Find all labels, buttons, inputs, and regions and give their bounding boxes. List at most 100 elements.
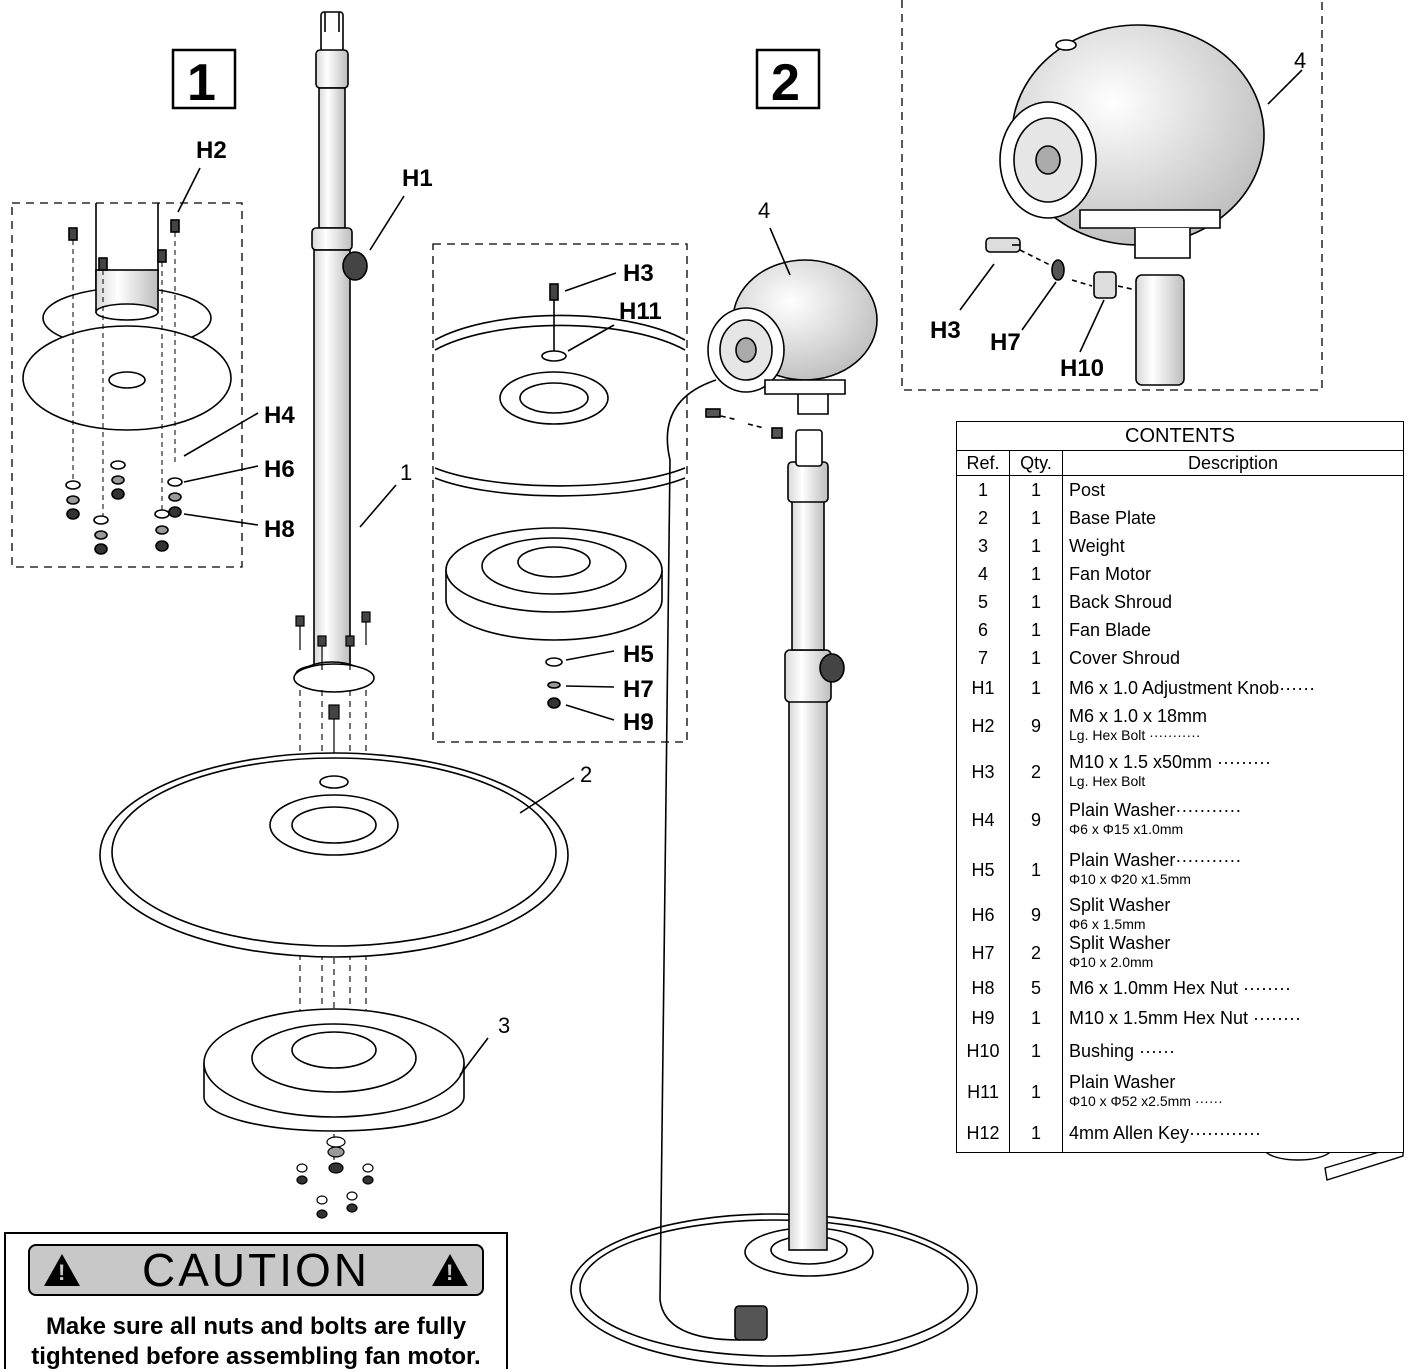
row-desc: Post bbox=[1062, 475, 1404, 504]
row-desc: Fan Blade bbox=[1062, 616, 1404, 644]
row-ref-text: H1 bbox=[971, 677, 995, 698]
row-desc-text: Fan Motor bbox=[1069, 563, 1152, 584]
row-desc-text: M10 x 1.5mm Hex Nut ········ bbox=[1069, 1007, 1302, 1028]
row-desc: M6 x 1.0 Adjustment Knob······ bbox=[1062, 672, 1404, 704]
caution-line-1: Make sure all nuts and bolts are fully bbox=[45, 1313, 467, 1340]
base-plate bbox=[99, 752, 569, 958]
caution-banner: CAUTION bbox=[28, 1244, 484, 1296]
row-desc-text: M6 x 1.0 x 18mm bbox=[1069, 706, 1208, 726]
callout-H5: H5 bbox=[623, 641, 654, 668]
row-qty-text: 9 bbox=[1030, 715, 1041, 736]
row-desc-text: 4mm Allen Key············ bbox=[1069, 1122, 1261, 1143]
row-qty-text: 1 bbox=[1030, 563, 1041, 584]
row-ref: H11 bbox=[957, 1070, 1010, 1114]
row-desc: M10 x 1.5mm Hex Nut ········ bbox=[1062, 1004, 1404, 1032]
callout-H4: H4 bbox=[264, 402, 295, 429]
row-desc: Back Shroud bbox=[1062, 588, 1404, 616]
row-ref-text: H11 bbox=[967, 1081, 999, 1102]
row-qty-text: 1 bbox=[1030, 507, 1041, 528]
callout-H3-step1: H3 bbox=[623, 260, 654, 287]
row-ref-text: 7 bbox=[977, 647, 988, 668]
part-number-2: 2 bbox=[580, 762, 592, 787]
row-desc-spec: Φ10 x 2.0mm bbox=[1069, 954, 1154, 970]
callout-H11: H11 bbox=[619, 298, 662, 325]
row-desc: M10 x 1.5 x50mm ·········Lg. Hex Bolt bbox=[1062, 748, 1404, 796]
row-qty-text: 2 bbox=[1030, 761, 1041, 782]
row-ref: 1 bbox=[957, 476, 1010, 505]
row-ref-text: 1 bbox=[977, 479, 988, 500]
row-desc-text: Fan Blade bbox=[1069, 619, 1152, 640]
row-desc: Fan Motor bbox=[1062, 560, 1404, 588]
row-desc: Cover Shroud bbox=[1062, 644, 1404, 672]
row-ref-text: H8 bbox=[971, 977, 995, 998]
row-ref-text: H3 bbox=[971, 761, 995, 782]
row-qty-text: 1 bbox=[1030, 479, 1041, 500]
row-ref: H7 bbox=[957, 934, 1010, 972]
row-qty-text: 1 bbox=[1030, 1007, 1041, 1028]
row-qty: 1 bbox=[1009, 616, 1063, 644]
contents-row: 4 1 Fan Motor bbox=[957, 560, 1404, 588]
row-desc-text: Post bbox=[1069, 479, 1106, 500]
callout-H3-step2: H3 bbox=[930, 317, 961, 344]
step-2-number: 2 bbox=[771, 54, 800, 112]
row-qty-text: 1 bbox=[1030, 619, 1041, 640]
row-qty-text: 1 bbox=[1030, 1040, 1041, 1061]
row-ref-text: H5 bbox=[971, 859, 995, 880]
row-ref-text: H4 bbox=[971, 809, 995, 830]
row-qty: 1 bbox=[1009, 560, 1063, 588]
weight bbox=[203, 1008, 465, 1132]
row-qty-text: 5 bbox=[1030, 977, 1041, 998]
contents-title: CONTENTS bbox=[956, 421, 1404, 451]
contents-row: 1 1 Post bbox=[957, 475, 1404, 505]
row-desc-text: Split Washer bbox=[1069, 933, 1171, 953]
row-desc-text: Plain Washer··········· bbox=[1069, 800, 1242, 820]
row-desc-text: Base Plate bbox=[1069, 507, 1157, 528]
header-desc: Description bbox=[1062, 450, 1404, 476]
part-number-3: 3 bbox=[498, 1013, 510, 1038]
row-qty-text: 2 bbox=[1030, 942, 1041, 963]
part-number-1: 1 bbox=[400, 460, 412, 485]
row-ref: 4 bbox=[957, 560, 1010, 588]
callout-H6: H6 bbox=[264, 456, 295, 483]
row-qty-text: 9 bbox=[1030, 904, 1041, 925]
row-ref: H5 bbox=[957, 844, 1010, 896]
part-number-4-step2: 4 bbox=[758, 198, 770, 223]
row-qty-text: 1 bbox=[1030, 1081, 1041, 1102]
row-ref: H1 bbox=[957, 672, 1010, 704]
header-qty: Qty. bbox=[1009, 450, 1063, 476]
post-flange bbox=[293, 663, 375, 693]
step-1-box bbox=[171, 48, 237, 110]
row-ref-text: 4 bbox=[977, 563, 988, 584]
caution-panel: CAUTION Make sure all nuts and bolts are… bbox=[4, 1232, 508, 1370]
row-qty: 1 bbox=[1009, 504, 1063, 532]
row-ref: H2 bbox=[957, 704, 1010, 748]
row-desc-text: M6 x 1.0 Adjustment Knob······ bbox=[1069, 677, 1316, 698]
row-qty: 9 bbox=[1009, 796, 1063, 844]
header-ref: Ref. bbox=[956, 450, 1010, 476]
row-qty-text: 1 bbox=[1030, 859, 1041, 880]
row-desc-text: M10 x 1.5 x50mm ········· bbox=[1069, 752, 1271, 772]
assembled-fan bbox=[570, 259, 978, 1367]
row-ref: 2 bbox=[957, 504, 1010, 532]
row-qty-text: 1 bbox=[1030, 591, 1041, 612]
callout-H7-step1: H7 bbox=[623, 676, 654, 703]
caution-line-2: tightened before assembling fan motor. bbox=[31, 1343, 481, 1370]
row-qty: 1 bbox=[1009, 588, 1063, 616]
row-desc-spec: Φ6 x 1.5mm bbox=[1069, 916, 1146, 932]
row-desc-spec: Φ10 x Φ20 x1.5mm bbox=[1069, 871, 1191, 887]
post bbox=[295, 11, 369, 691]
row-ref: 5 bbox=[957, 588, 1010, 616]
row-desc: Plain Washer···········Φ10 x Φ20 x1.5mm bbox=[1062, 844, 1404, 896]
